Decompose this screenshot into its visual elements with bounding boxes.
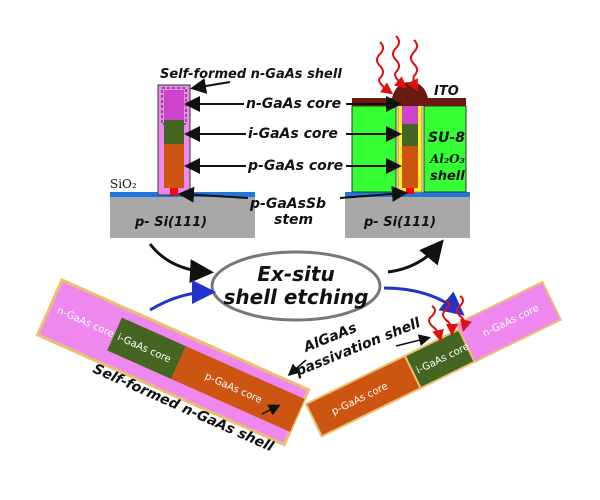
bottom-light-ray-1	[428, 305, 444, 342]
right-device: ITO SU-8 Al₂O₃ shell p- Si(111)	[345, 35, 470, 238]
stem-label-line1: p-GaAsSb	[249, 196, 326, 212]
arrow-left-device-to-etch	[148, 243, 214, 284]
left-i-core	[164, 120, 184, 144]
bottom-light-ray-3	[456, 295, 472, 332]
light-ray-2	[392, 35, 408, 89]
light-ray-3	[407, 39, 418, 92]
al2o3-shell-label: shell	[430, 169, 465, 184]
algaas-pointer-left	[287, 359, 307, 376]
arrow-etch-to-right-device	[387, 239, 444, 274]
etch-label-line1: Ex-situ	[257, 262, 334, 286]
center-labels: Self-formed n-GaAs shell n-GaAs core i-G…	[160, 67, 408, 228]
bottom-right-nanowire: p-GaAs core i-GaAs core n-GaAs core	[304, 280, 563, 438]
right-p-core	[402, 146, 418, 188]
bl-i-core	[107, 317, 186, 379]
n-core-label: n-GaAs core	[246, 96, 341, 112]
algaas-pointer-right	[395, 334, 431, 347]
bottom-light-ray-2	[442, 299, 458, 336]
left-substrate	[110, 196, 255, 238]
right-stem	[406, 188, 414, 194]
br-i-core	[403, 328, 476, 390]
right-substrate	[345, 196, 470, 238]
ito-label: ITO	[434, 84, 459, 99]
su8-right-block	[423, 105, 467, 193]
stem-pointer-left	[178, 186, 249, 203]
shell-bottom-pointer	[261, 404, 281, 416]
light-ray-1	[376, 41, 394, 95]
right-substrate-label: p- Si(111)	[363, 215, 436, 230]
su8-label: SU-8	[428, 130, 465, 146]
su8-left-block	[351, 105, 397, 193]
etch-label-line2: shell etching	[223, 285, 368, 309]
left-stem	[170, 188, 178, 195]
right-i-core	[402, 124, 418, 146]
self-formed-shell-top-label: Self-formed n-GaAs shell	[160, 67, 342, 82]
p-core-label: p-GaAs core	[247, 158, 343, 174]
etching-step: Ex-situ shell etching	[148, 239, 465, 322]
i-core-label: i-GaAs core	[248, 126, 338, 142]
stem-label-line2: stem	[274, 212, 313, 228]
left-device: SiO₂ p- Si(111)	[110, 84, 255, 238]
shell-top-pointer	[190, 78, 231, 94]
left-substrate-label: p- Si(111)	[134, 215, 207, 230]
sio2-label: SiO₂	[110, 177, 137, 191]
blue-arrow-right	[383, 286, 465, 316]
left-p-core	[164, 144, 184, 188]
ito-contact	[352, 82, 466, 106]
left-n-core	[164, 90, 184, 120]
stem-pointer-right	[339, 185, 408, 202]
blue-arrow-left	[149, 280, 216, 312]
al2o3-label: Al₂O₃	[429, 152, 465, 166]
